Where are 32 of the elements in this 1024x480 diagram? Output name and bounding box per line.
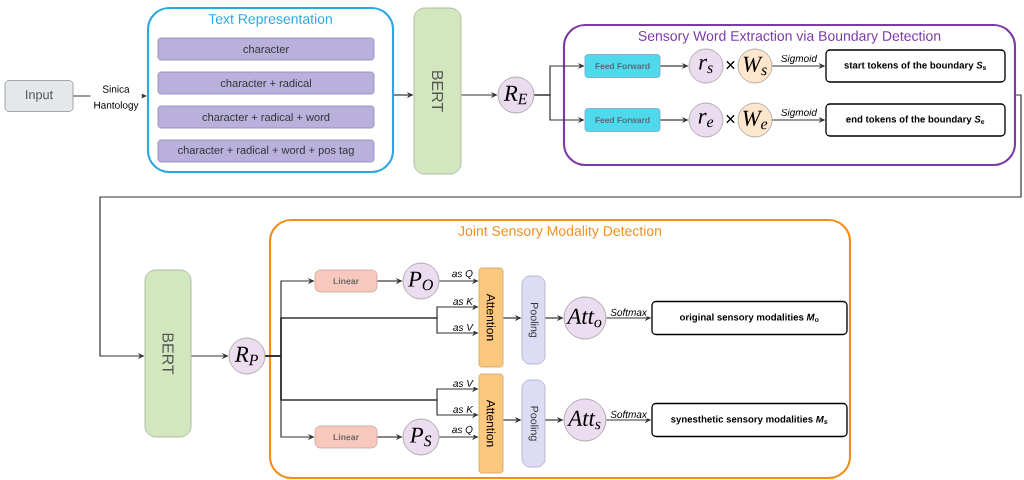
representation-box: character + radical + word + pos tag — [157, 139, 375, 163]
input-box: Input — [4, 80, 74, 112]
edge-label: as Q — [451, 425, 474, 436]
output-box: end tokens of the boundary S$_{e}$ — [825, 103, 1006, 137]
bert-block: BERT — [413, 7, 462, 175]
multiply-sign: × — [726, 60, 735, 70]
output-box: synesthetic sensory modalities M$_{s}$ — [651, 402, 848, 438]
representation-box: character + radical — [157, 71, 375, 95]
multiply-sign: × — [726, 114, 735, 124]
edge-label: as K — [452, 405, 474, 414]
attention-block: Attention — [478, 373, 504, 474]
edge-label: as V — [452, 379, 474, 388]
edge-label: as K — [452, 297, 474, 306]
attention-block: Attention — [478, 267, 504, 368]
linear-box: Linear — [314, 425, 378, 449]
pooling-block: Pooling — [521, 275, 546, 365]
edge-label: Sinica Hantology — [90, 84, 142, 112]
linear-box: Linear — [314, 269, 378, 293]
edge-label: Softmax — [609, 409, 648, 419]
feed-forward-box: Feed Forward — [584, 54, 661, 78]
edge-label: Sigmoid — [780, 107, 818, 119]
output-box: original sensory modalities M$_{o}$ — [651, 300, 848, 336]
edge-label: Softmax — [609, 307, 648, 317]
feed-forward-box: Feed Forward — [584, 108, 661, 132]
representation-box: character + radical + word — [157, 105, 375, 129]
edge-label: as Q — [451, 269, 474, 280]
pooling-block: Pooling — [521, 379, 546, 468]
edge-label: Sigmoid — [780, 53, 818, 65]
representation-box: character — [157, 37, 375, 61]
edge-label: as V — [452, 323, 474, 332]
bert-block: BERT — [144, 269, 192, 438]
output-box: start tokens of the boundary S$_{s}$ — [825, 49, 1006, 83]
